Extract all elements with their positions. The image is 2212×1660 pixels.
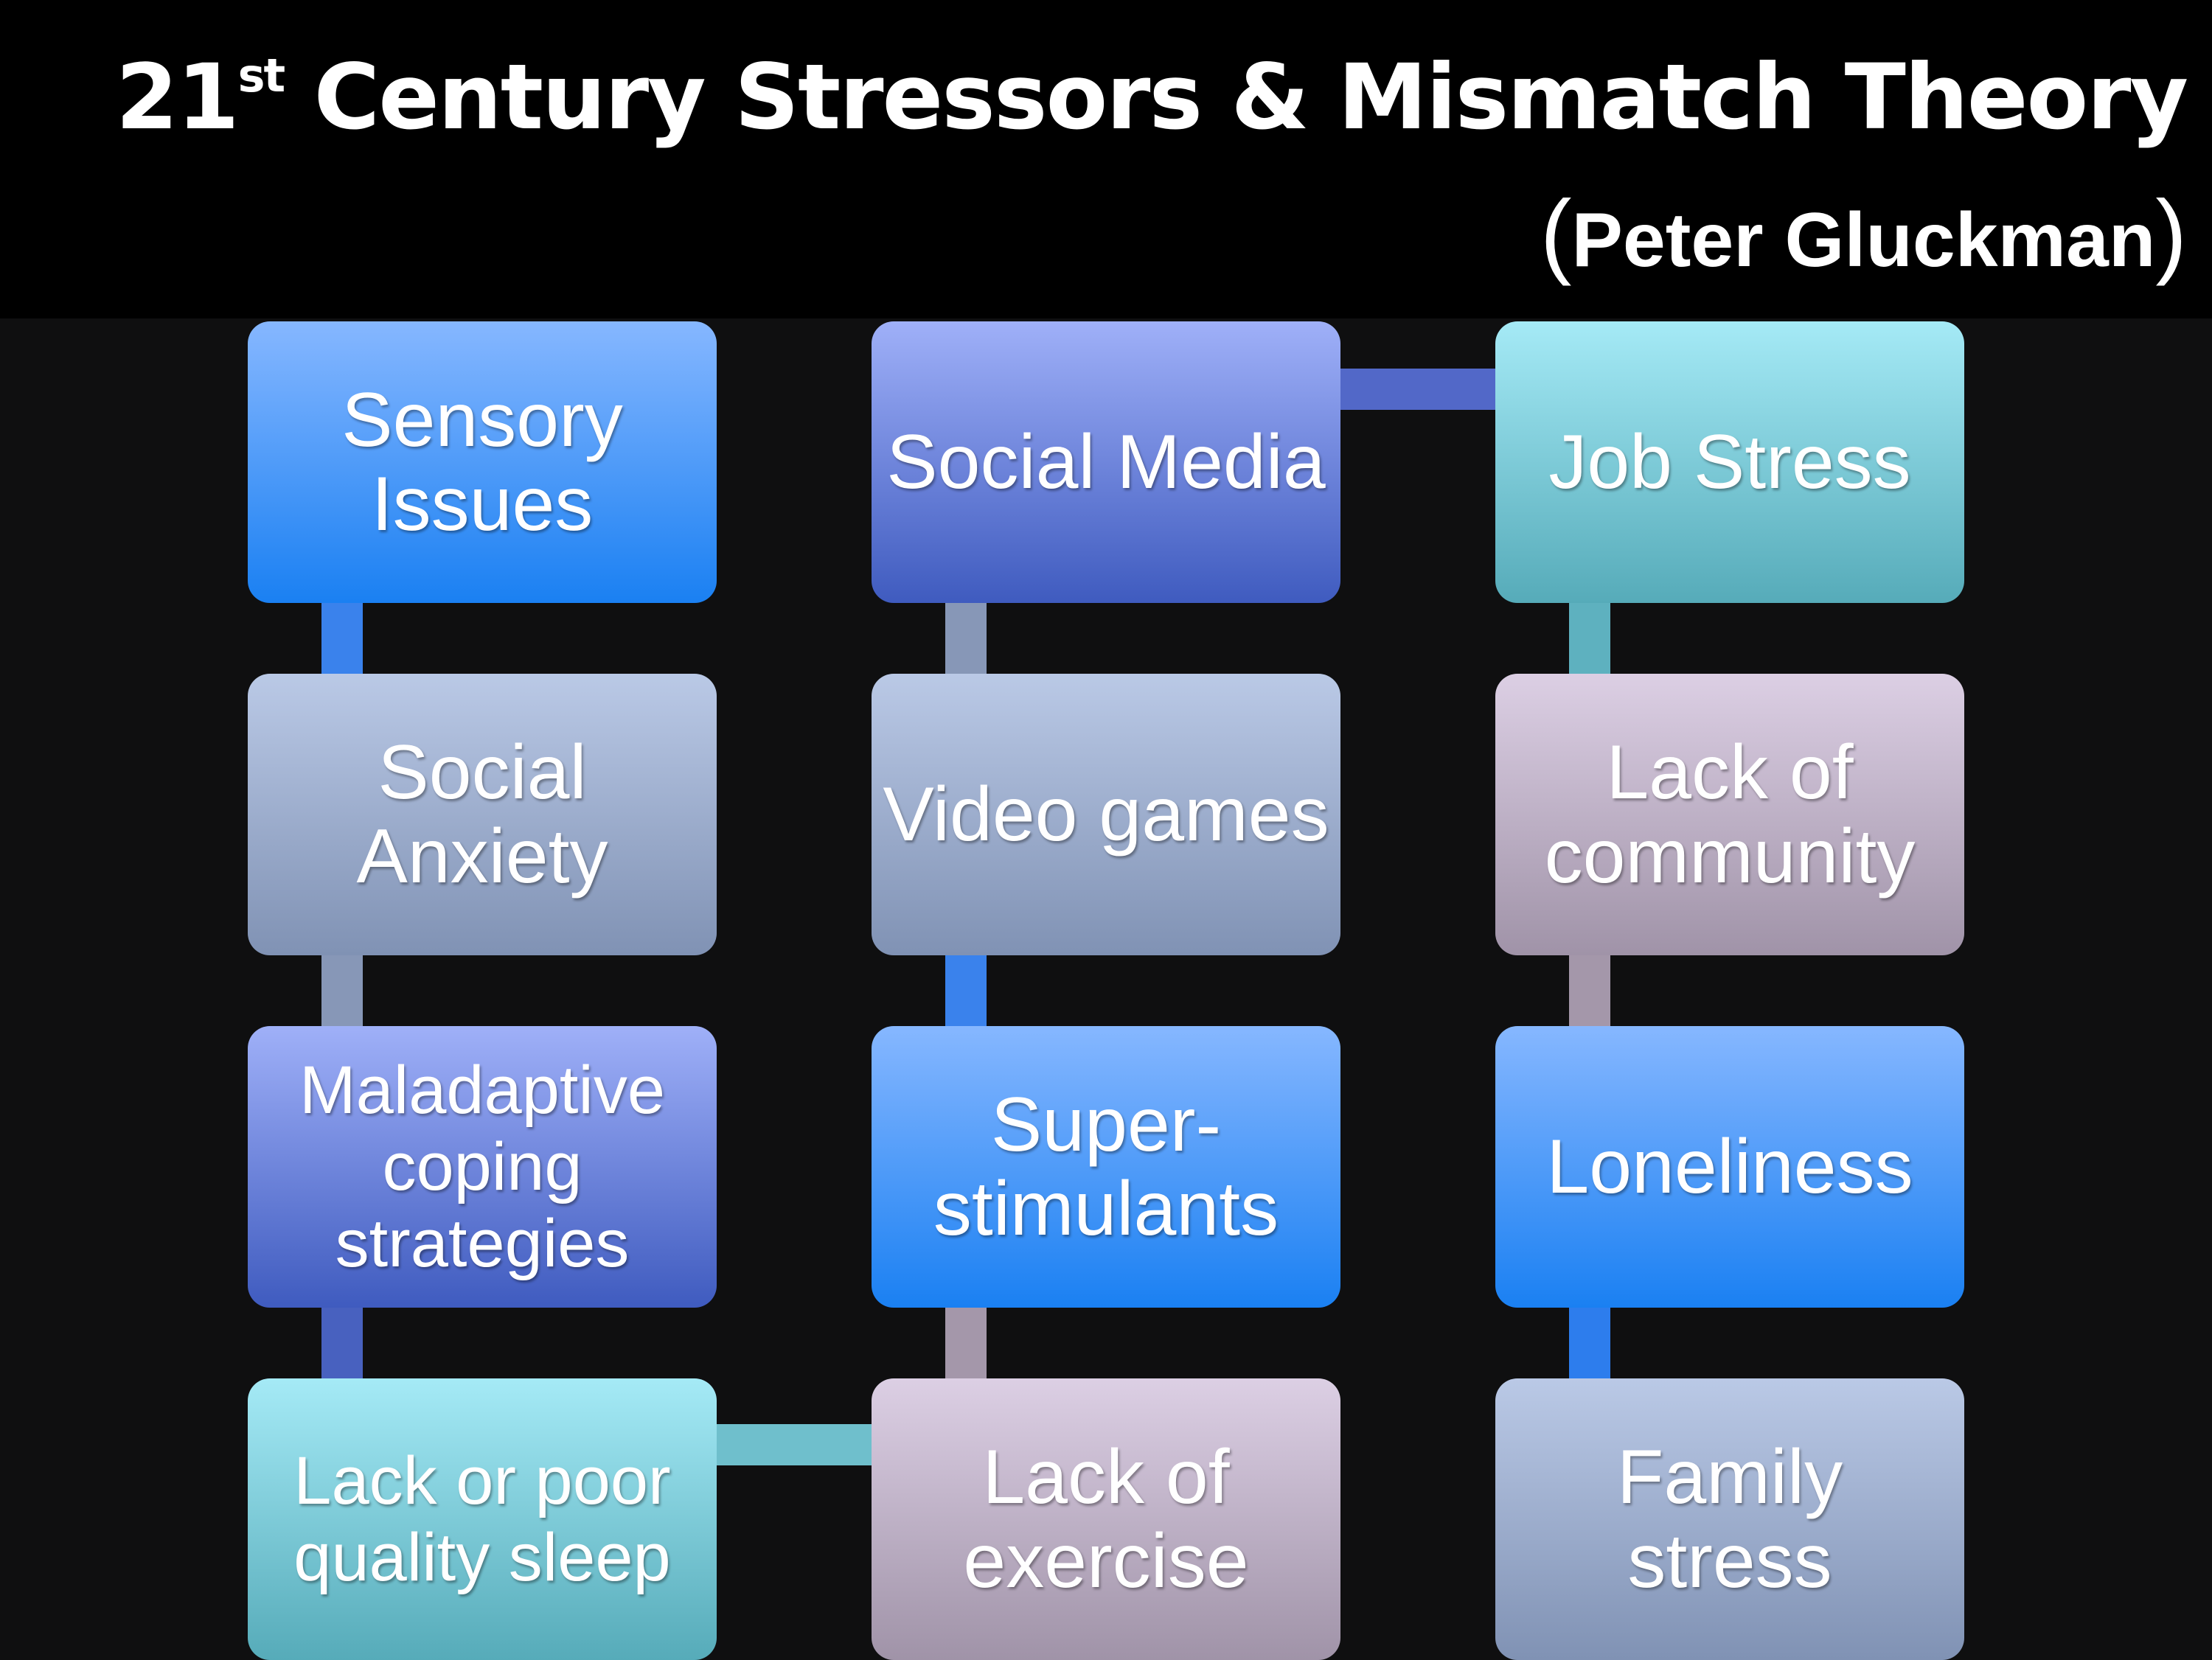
box-video-games: Video games	[872, 674, 1340, 955]
connector-social-anxiety-to-maladaptive	[321, 954, 363, 1026]
subtitle-open-paren: (	[1540, 181, 1572, 287]
box-label: Job Stress	[1548, 419, 1911, 505]
title-text: Century Stressors & Mismatch Theory	[284, 45, 2188, 150]
title-superscript: st	[237, 49, 286, 102]
connector-loneliness-to-family-stress	[1569, 1306, 1610, 1378]
box-label: Video games	[883, 772, 1329, 857]
connector-superstimulants-to-video-games	[945, 954, 987, 1026]
subtitle-close-paren: )	[2155, 181, 2187, 287]
box-lack-of-community: Lack of community	[1495, 674, 1964, 955]
box-social-media: Social Media	[872, 321, 1340, 603]
connector-sleep-to-exercise	[717, 1424, 873, 1465]
connector-video-games-to-social-media	[945, 601, 987, 674]
box-label: Loneliness	[1546, 1124, 1913, 1210]
box-sensory-issues: Sensory Issues	[248, 321, 717, 603]
box-social-anxiety: Social Anxiety	[248, 674, 717, 955]
connector-sensory-to-social-anxiety	[321, 601, 363, 674]
box-family-stress: Family stress	[1495, 1378, 1964, 1660]
box-label: Maladaptive coping strategies	[299, 1053, 666, 1281]
box-label: Super-stimulants	[933, 1082, 1279, 1252]
box-label: Social Anxiety	[356, 730, 608, 899]
box-poor-sleep: Lack or poor quality sleep	[248, 1378, 717, 1660]
box-label: Lack of community	[1544, 730, 1916, 899]
title-number: 21	[115, 45, 240, 150]
connector-exercise-to-superstimulants	[945, 1306, 987, 1378]
box-loneliness: Loneliness	[1495, 1026, 1964, 1308]
box-maladaptive-coping: Maladaptive coping strategies	[248, 1026, 717, 1308]
box-label: Family stress	[1616, 1434, 1843, 1604]
title-bar: 21st Century Stressors & Mismatch Theory…	[0, 0, 2212, 318]
connector-maladaptive-to-sleep	[321, 1306, 363, 1378]
box-job-stress: Job Stress	[1495, 321, 1964, 603]
box-label: Lack of exercise	[963, 1434, 1249, 1604]
subtitle-author: Peter Gluckman	[1571, 198, 2156, 283]
connector-job-stress-to-community	[1569, 601, 1610, 674]
box-superstimulants: Super-stimulants	[872, 1026, 1340, 1308]
box-label: Lack or poor quality sleep	[293, 1443, 671, 1595]
connector-social-media-to-job-stress	[1340, 369, 1497, 410]
box-lack-of-exercise: Lack of exercise	[872, 1378, 1340, 1660]
connector-community-to-loneliness	[1569, 954, 1610, 1026]
page-title: 21st Century Stressors & Mismatch Theory	[115, 38, 2188, 156]
box-label: Social Media	[886, 419, 1326, 505]
page-subtitle: (Peter Gluckman)	[1540, 183, 2187, 292]
box-label: Sensory Issues	[341, 377, 623, 547]
